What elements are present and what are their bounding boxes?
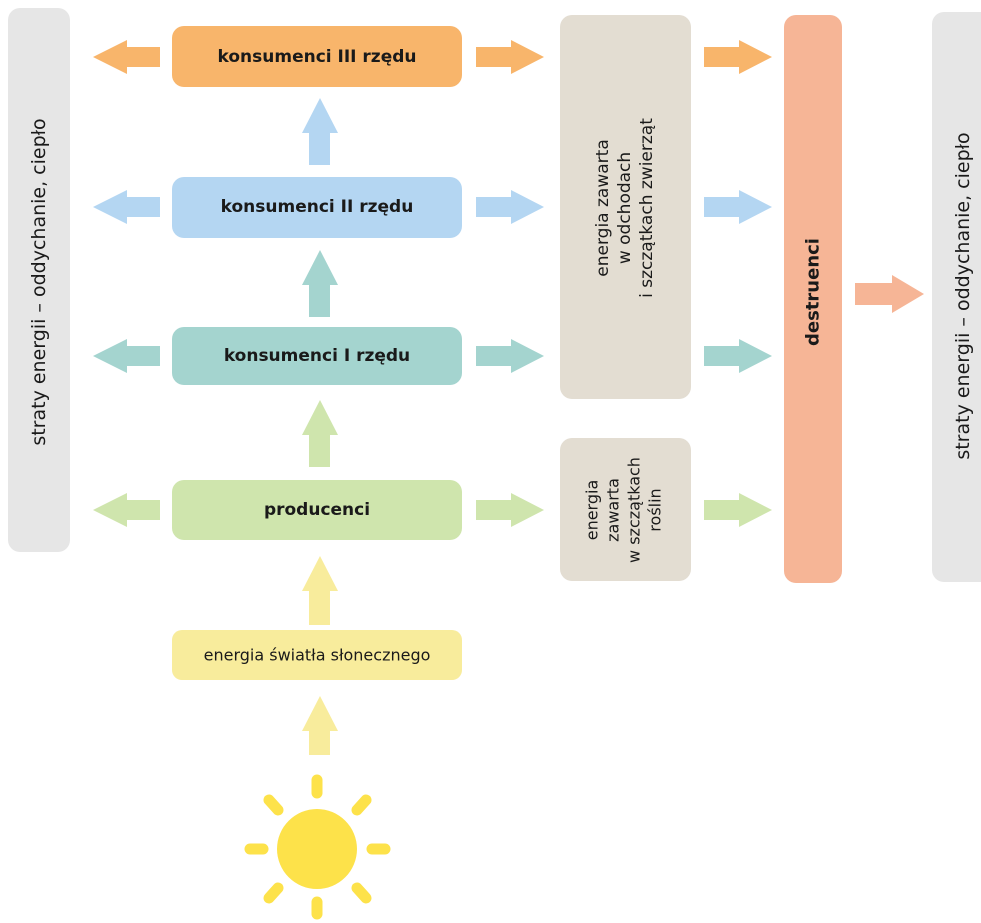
decomposers-label: destruenci bbox=[803, 238, 824, 346]
plant-remains-line-1: energia bbox=[583, 480, 602, 541]
tertiary-consumers-box: konsumenci III rzędu bbox=[172, 26, 462, 87]
plant-remains-line-3: w szczątkach bbox=[625, 457, 644, 563]
primary-consumers-box: konsumenci I rzędu bbox=[172, 327, 462, 385]
right-arrow-primary-to-decomposers bbox=[704, 339, 772, 373]
left-loss-label: straty energii – oddychanie, ciepło bbox=[28, 118, 50, 445]
right-arrow-producers-to-pool bbox=[476, 493, 544, 527]
sunlight-energy-box: energia światła słonecznego bbox=[172, 630, 462, 680]
right-arrow-primary-to-pool bbox=[476, 339, 544, 373]
right-arrow-secondary-to-pool bbox=[476, 190, 544, 224]
right-loss-label: straty energii – oddychanie, ciepło bbox=[952, 132, 974, 459]
primary-consumers-label: konsumenci I rzędu bbox=[224, 346, 410, 366]
left-arrow-primary-loss bbox=[93, 339, 160, 373]
plant-remains-line-2: zawarta bbox=[604, 478, 623, 542]
right-arrow-tertiary-to-decomposers bbox=[704, 40, 772, 74]
left-arrow-tertiary-loss bbox=[93, 40, 160, 74]
plant-remains-line-4: roślin bbox=[646, 488, 665, 531]
right-arrow-secondary-to-decomposers bbox=[704, 190, 772, 224]
secondary-consumers-label: konsumenci II rzędu bbox=[221, 197, 414, 217]
decomposers-box: destruenci bbox=[784, 15, 842, 583]
sunlight-energy-label: energia światła słonecznego bbox=[204, 646, 431, 665]
up-arrow-producers-to-primary bbox=[302, 400, 338, 467]
left-arrow-secondary-loss bbox=[93, 190, 160, 224]
left-energy-loss-panel: straty energii – oddychanie, ciepło bbox=[8, 8, 70, 552]
up-arrow-primary-to-secondary bbox=[302, 250, 338, 317]
left-arrow-producers-loss bbox=[93, 493, 160, 527]
animal-waste-line-1: energia zawarta bbox=[593, 139, 613, 276]
producers-box: producenci bbox=[172, 480, 462, 540]
producers-label: producenci bbox=[264, 500, 370, 520]
right-energy-loss-panel: straty energii – oddychanie, ciepło bbox=[932, 12, 981, 582]
animal-waste-line-3: i szczątkach zwierząt bbox=[637, 118, 657, 298]
right-arrow-producers-to-decomposers bbox=[704, 493, 772, 527]
right-arrow-tertiary-to-pool bbox=[476, 40, 544, 74]
plant-remains-energy-pool: energia zawarta w szczątkach roślin bbox=[560, 438, 691, 581]
tertiary-consumers-label: konsumenci III rzędu bbox=[218, 47, 417, 67]
up-arrow-secondary-to-tertiary bbox=[302, 98, 338, 165]
up-arrow-sun-to-sunlight bbox=[302, 696, 338, 755]
animal-waste-energy-pool: energia zawarta w odchodach i szczątkach… bbox=[560, 15, 691, 399]
up-arrow-sunlight-to-producers bbox=[302, 556, 338, 625]
secondary-consumers-box: konsumenci II rzędu bbox=[172, 177, 462, 238]
right-arrow-decomposers-loss bbox=[855, 275, 924, 313]
animal-waste-line-2: w odchodach bbox=[615, 152, 635, 264]
sun-icon bbox=[244, 774, 391, 920]
